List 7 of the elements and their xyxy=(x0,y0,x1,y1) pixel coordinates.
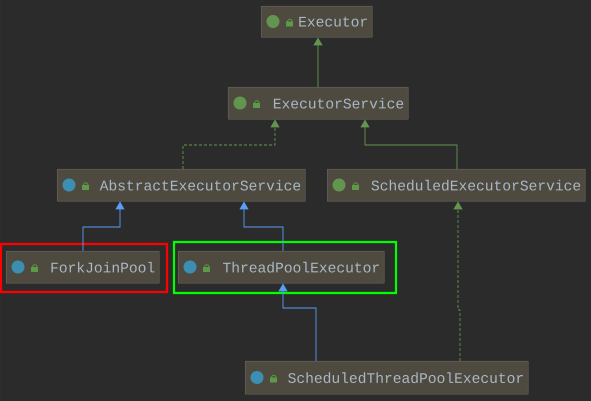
class-box: ScheduledThreadPoolExecutor xyxy=(245,360,528,394)
class-box: ExecutorService xyxy=(228,87,408,120)
class-box: ScheduledExecutorService xyxy=(327,169,586,202)
class-box: Executor xyxy=(261,6,372,38)
class-box: ForkJoinPool xyxy=(6,251,160,284)
class-box: AbstractExecutorService xyxy=(57,169,306,202)
class-box: ThreadPoolExecutor xyxy=(178,251,384,284)
